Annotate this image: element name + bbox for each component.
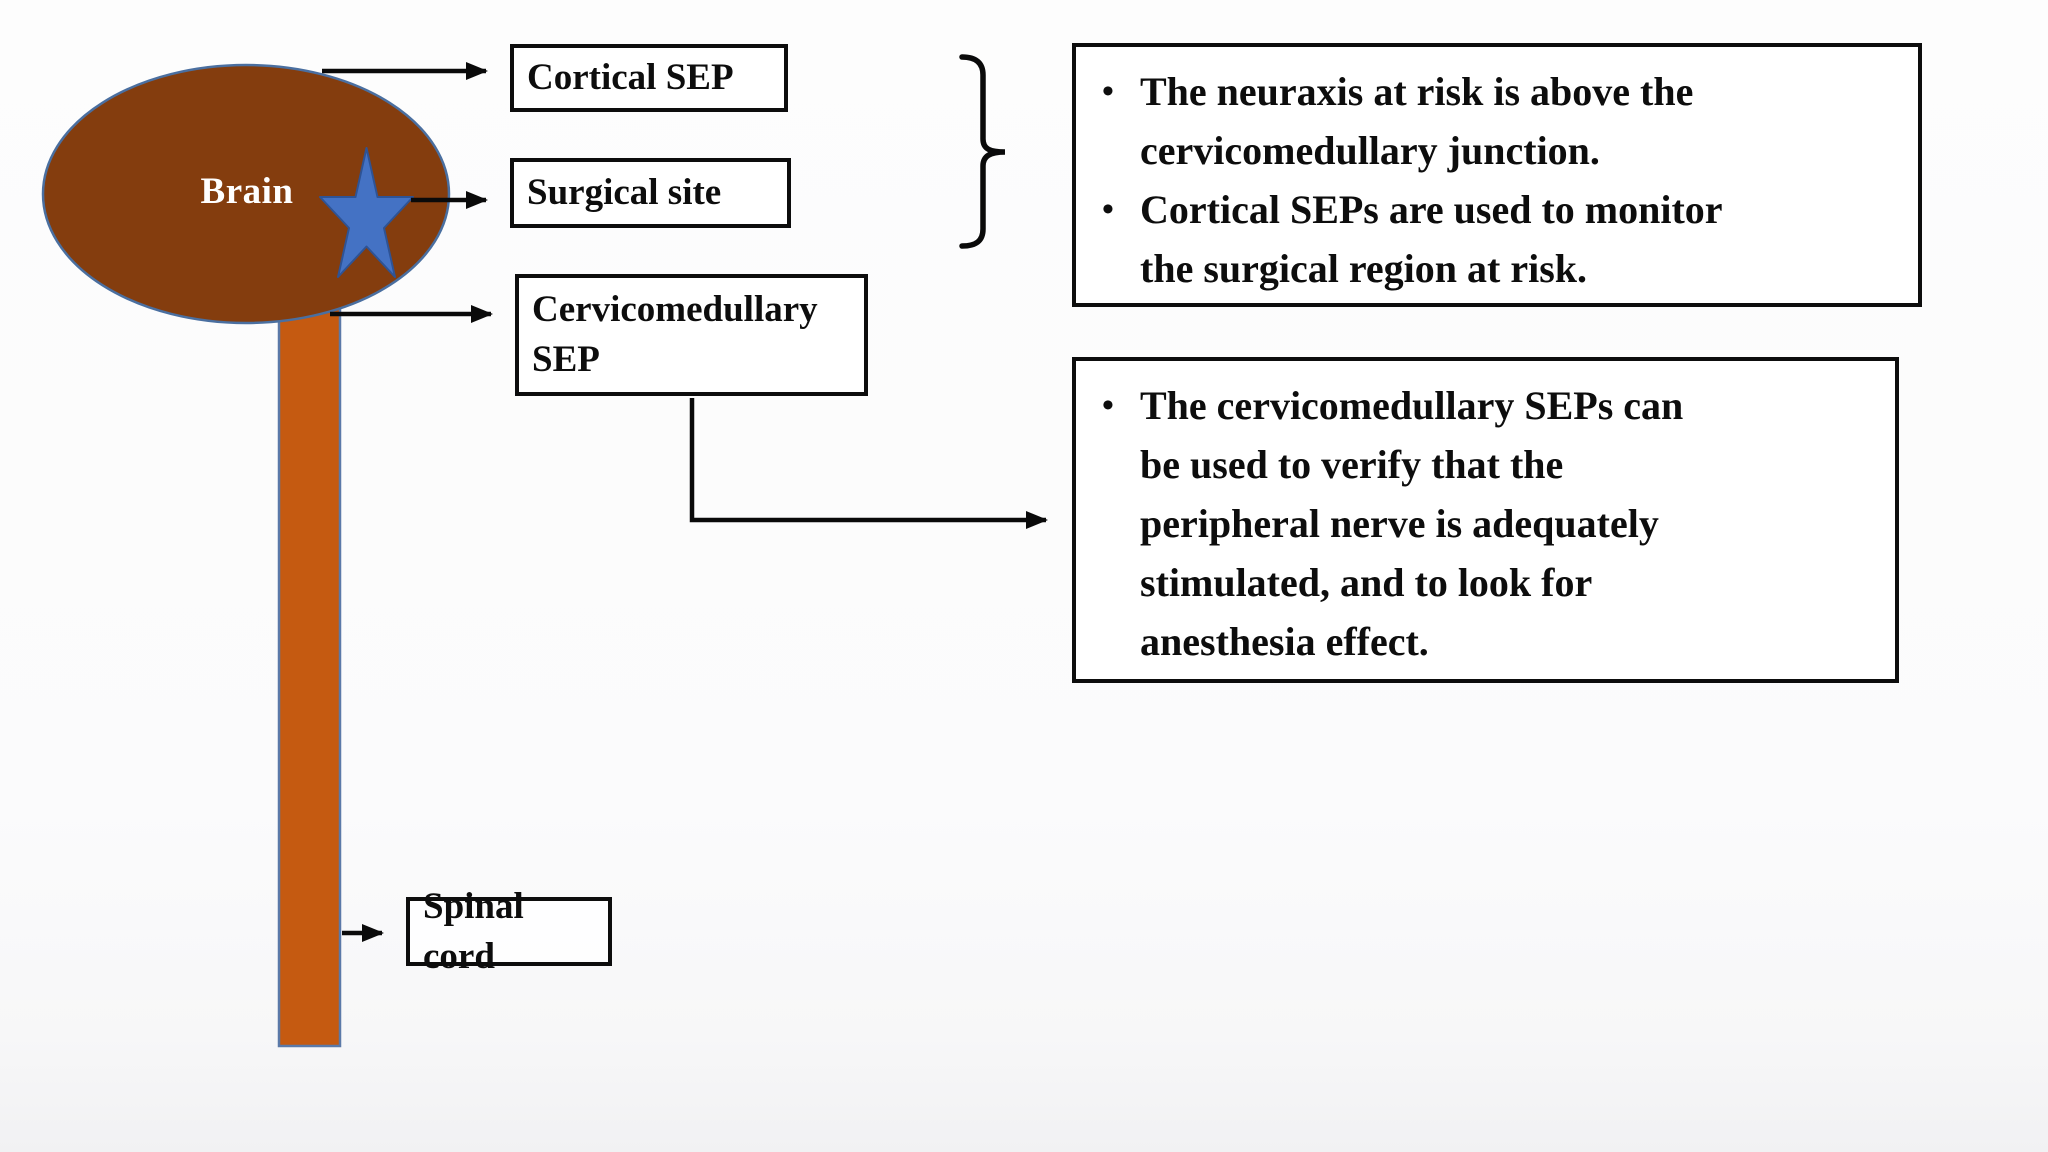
cervicomedullary-sep-box: Cervicomedullary SEP bbox=[515, 274, 868, 396]
spinal-cord-label: Spinal cord bbox=[423, 885, 524, 977]
callout-cervicomedullary-box: • The cervicomedullary SEPs can be used … bbox=[1072, 357, 1899, 683]
bullet-text: The neuraxis at risk is above the cervic… bbox=[1140, 69, 1694, 173]
callout-neuraxis-box: • The neuraxis at risk is above the cerv… bbox=[1072, 43, 1922, 307]
bullet-icon: • bbox=[1102, 73, 1114, 110]
spinal-cord-bar bbox=[277, 306, 342, 1048]
list-item: • Cortical SEPs are used to monitor the … bbox=[1090, 180, 1910, 298]
connector-cervicomedullary-to-callout bbox=[689, 398, 1048, 529]
surgical-site-label: Surgical site bbox=[527, 172, 722, 213]
surgical-site-box: Surgical site bbox=[510, 158, 791, 228]
list-item: • The neuraxis at risk is above the cerv… bbox=[1090, 62, 1910, 180]
list-item: • The cervicomedullary SEPs can be used … bbox=[1090, 376, 1887, 671]
cervicomedullary-sep-label: Cervicomedullary SEP bbox=[532, 289, 818, 380]
bullet-icon: • bbox=[1102, 387, 1114, 424]
spinal-cord-box: Spinal cord bbox=[406, 886, 612, 977]
cortical-sep-box: Cortical SEP bbox=[510, 44, 788, 112]
surgical-site-star-icon bbox=[319, 147, 414, 278]
brain-label: Brain bbox=[200, 171, 294, 212]
callout-neuraxis-list: • The neuraxis at risk is above the cerv… bbox=[1090, 62, 1910, 298]
bullet-text: The cervicomedullary SEPs can be used to… bbox=[1140, 383, 1684, 664]
callout-cervicomedullary-list: • The cervicomedullary SEPs can be used … bbox=[1090, 376, 1887, 671]
cortical-sep-label: Cortical SEP bbox=[527, 57, 734, 98]
brace-icon bbox=[959, 54, 1006, 249]
bullet-icon: • bbox=[1102, 191, 1114, 228]
bullet-text: Cortical SEPs are used to monitor the su… bbox=[1140, 187, 1723, 291]
